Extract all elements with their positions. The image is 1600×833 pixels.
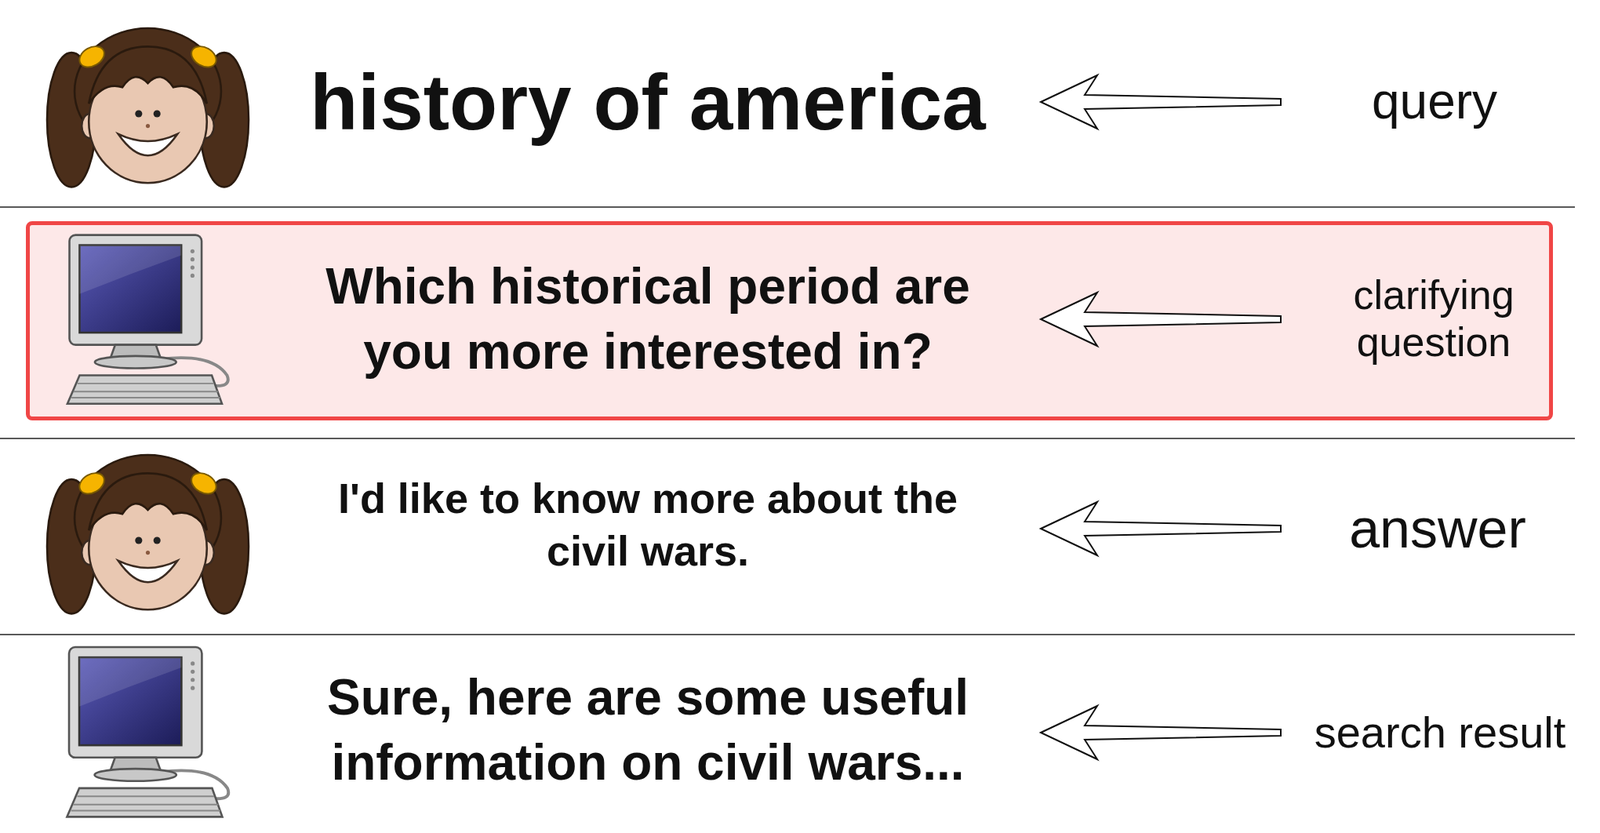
role-label: search result xyxy=(1283,707,1597,758)
text-holder: Sure, here are some useful information o… xyxy=(271,665,1025,796)
pointer-arrow xyxy=(1040,75,1281,129)
text-holder: clarifying question xyxy=(1308,272,1560,367)
highlight-box: Which historical period are you more int… xyxy=(25,221,1553,421)
role-label: clarifying question xyxy=(1308,272,1560,367)
answer-text: I'd like to know more about the civil wa… xyxy=(310,472,986,579)
text-holder: search result xyxy=(1283,707,1597,758)
row-separator xyxy=(0,633,1575,636)
query-text: history of america xyxy=(216,57,1080,148)
role-label: answer xyxy=(1288,497,1587,561)
computer-icon xyxy=(67,235,229,404)
girl-icon xyxy=(47,28,249,187)
row-separator xyxy=(0,206,1575,208)
computer-icon xyxy=(66,647,229,817)
text-holder: answer xyxy=(1288,497,1587,561)
row-separator xyxy=(0,437,1575,440)
role-label: query xyxy=(1285,72,1584,131)
text-holder: history of america xyxy=(216,57,1080,148)
pointer-arrow xyxy=(1040,292,1281,346)
pointer-arrow xyxy=(1040,501,1281,556)
pointer-arrow xyxy=(1040,705,1281,760)
text-holder: query xyxy=(1285,72,1584,131)
text-holder: Which historical period are you more int… xyxy=(294,254,1001,385)
text-holder: I'd like to know more about the civil wa… xyxy=(310,472,986,579)
box-art xyxy=(29,225,1550,417)
result-text: Sure, here are some useful information o… xyxy=(271,665,1025,796)
question-text: Which historical period are you more int… xyxy=(294,254,1001,385)
girl-icon xyxy=(47,454,249,614)
